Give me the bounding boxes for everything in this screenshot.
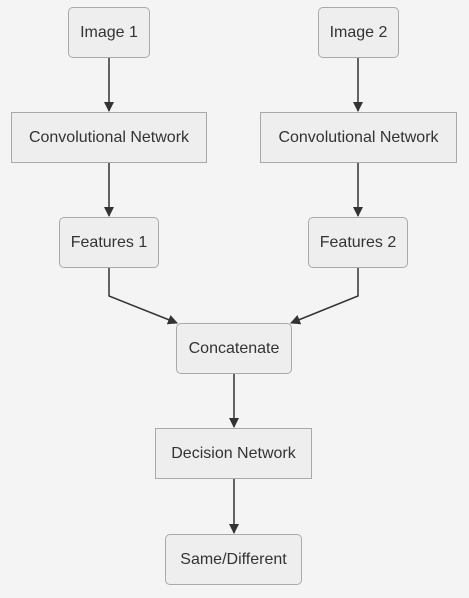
node-same-different: Same/Different: [165, 534, 302, 585]
node-decision-network-label: Decision Network: [171, 444, 296, 462]
node-features-2: Features 2: [308, 217, 408, 268]
node-features-1-label: Features 1: [70, 233, 148, 251]
node-same-different-label: Same/Different: [180, 550, 287, 568]
node-convolutional-network-right: Convolutional Network: [260, 112, 457, 163]
node-features-2-label: Features 2: [319, 233, 397, 251]
node-concatenate-label: Concatenate: [188, 339, 280, 357]
edge-features2-to-concatenate: [290, 268, 359, 325]
node-image-1-label: Image 1: [80, 23, 138, 41]
node-convolutional-network-left: Convolutional Network: [11, 112, 207, 163]
node-features-1: Features 1: [59, 217, 159, 268]
node-decision-network: Decision Network: [155, 428, 312, 479]
node-image-2-label: Image 2: [329, 23, 388, 41]
node-image-2: Image 2: [318, 7, 399, 58]
node-concatenate: Concatenate: [176, 323, 292, 374]
node-convolutional-network-left-label: Convolutional Network: [28, 128, 190, 146]
edge-features1-to-concatenate: [108, 268, 178, 325]
node-convolutional-network-right-label: Convolutional Network: [278, 128, 439, 146]
node-image-1: Image 1: [68, 7, 150, 58]
